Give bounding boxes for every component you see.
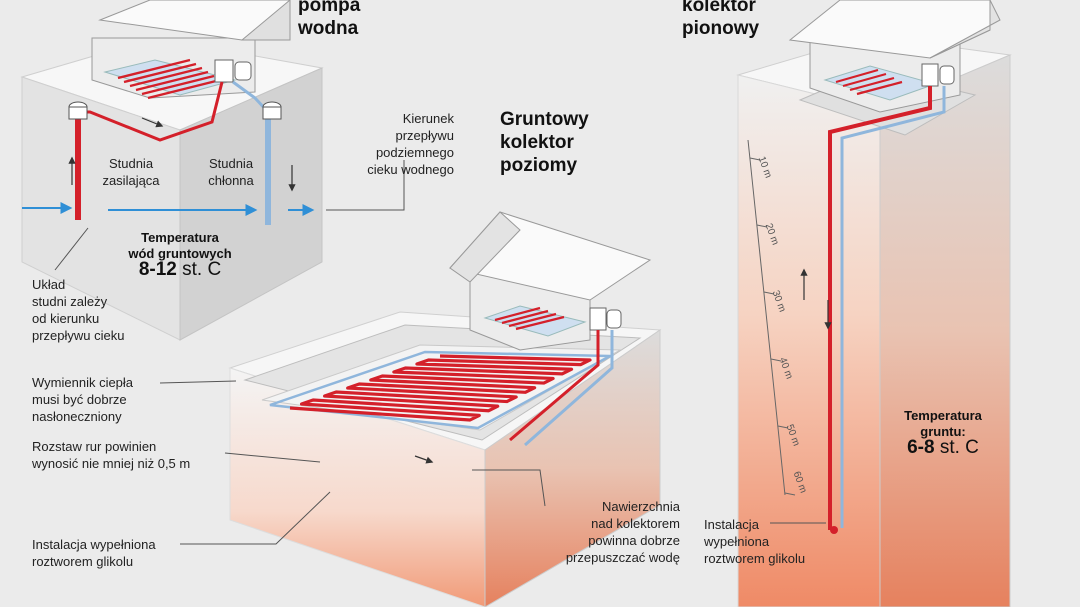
label-supply-well-line1: Studnia <box>108 156 154 171</box>
label-glycol-horizontal-line2: roztworem glikolu <box>32 554 134 569</box>
groundwater-flow-arrows <box>22 117 315 216</box>
label-glycol-vertical: Instalacja wypełniona roztworem glikolu <box>704 516 834 567</box>
ground-temp-readout: 6-8 st. C <box>888 437 998 458</box>
label-well-layout-line4: przepływu cieku <box>32 328 125 343</box>
groundwater-temp-unit: st. C <box>182 259 222 280</box>
callout-lines-left <box>54 160 405 271</box>
label-glycol-horizontal-line1: Instalacja wypełniona <box>32 537 156 552</box>
label-glycol-vertical-line2: wypełniona <box>704 534 770 549</box>
ground-temp-title-line2: gruntu: <box>920 424 966 439</box>
callout-lines-middle <box>159 380 546 545</box>
heading-horizontal-collector: Gruntowy kolektor poziomy <box>500 108 589 177</box>
label-flow-direction-line3: podziemnego <box>375 145 454 160</box>
label-exchanger-line3: nasłoneczniony <box>32 409 122 424</box>
label-exchanger-line2: musi być dobrze <box>32 392 127 407</box>
label-glycol-horizontal: Instalacja wypełniona roztworem glikolu <box>32 536 182 570</box>
label-exchanger-note: Wymiennik ciepła musi być dobrze nasłone… <box>32 374 162 425</box>
label-well-layout-line1: Układ <box>32 277 66 292</box>
heading-horizontal-line2: kolektor <box>500 132 574 153</box>
label-flow-direction: Kierunek przepływu podziemnego cieku wod… <box>330 110 454 178</box>
house-left <box>91 0 291 99</box>
label-surface-line3: powinna dobrze <box>588 533 680 548</box>
ground-temperature: Temperatura gruntu: 6-8 st. C <box>888 408 998 458</box>
groundwater-temperature: Temperatura wód gruntowych 8-12 st. C <box>118 230 242 280</box>
label-supply-well: Studnia zasilająca <box>88 155 174 189</box>
ground-temp-value: 6-8 <box>907 437 935 458</box>
label-well-layout-line3: od kierunku <box>32 311 100 326</box>
depth-scale <box>747 139 796 496</box>
label-spacing-line2: wynosić nie mniej niż 0,5 m <box>32 456 191 471</box>
label-well-layout-note: Układ studni zależy od kierunku przepływ… <box>32 276 152 344</box>
label-exchanger-line1: Wymiennik ciepła <box>32 375 134 390</box>
heading-vertical-line1: kolektor <box>682 0 756 16</box>
label-flow-direction-line1: Kierunek <box>402 111 454 126</box>
label-glycol-vertical-line3: roztworem glikolu <box>704 551 806 566</box>
collector-loops-horizontal <box>269 350 615 430</box>
house-right <box>788 0 1001 113</box>
ground-temp-title-line1: Temperatura <box>904 408 982 423</box>
label-glycol-vertical-line1: Instalacja <box>704 517 759 532</box>
ground-temp-unit: st. C <box>939 437 979 458</box>
label-flow-direction-line2: przepływu <box>395 128 454 143</box>
label-pipe-spacing-note: Rozstaw rur powinien wynosić nie mniej n… <box>32 438 232 472</box>
heading-horizontal-line1: Gruntowy <box>500 109 589 130</box>
heading-heat-pump-line1: pompa <box>298 0 361 16</box>
groundwater-temp-title-line1: Temperatura <box>141 230 219 245</box>
label-absorbing-well-line2: chłonna <box>208 173 254 188</box>
vertical-borehole-pipes <box>800 86 946 534</box>
heading-vertical-line2: pionowy <box>682 18 760 39</box>
house-middle <box>449 211 652 447</box>
heading-vertical-collector: kolektor pionowy <box>682 0 759 40</box>
label-flow-direction-line4: cieku wodnego <box>367 162 454 177</box>
groundwater-temp-value: 8-12 <box>138 259 177 280</box>
heat-pump-unit-left <box>214 59 252 83</box>
label-surface-line1: Nawierzchnia <box>601 499 680 514</box>
label-well-layout-line2: studni zależy <box>32 294 108 309</box>
floor-heating-left <box>117 58 221 100</box>
label-supply-well-line2: zasilająca <box>102 173 160 188</box>
well-pipes-left <box>68 80 282 225</box>
heading-heat-pump-line2: wodna <box>298 18 359 39</box>
collector-return-loop <box>269 350 615 430</box>
groundwater-temp-title-line2: wód gruntowych <box>128 246 232 261</box>
heading-heat-pump: pompa wodna <box>298 0 360 40</box>
label-absorbing-well-line1: Studnia <box>208 156 254 171</box>
label-surface-line4: przepuszczać wodę <box>565 550 680 565</box>
collector-serpentine-pipe <box>289 354 592 422</box>
label-surface-note: Nawierzchnia nad kolektorem powinna dobr… <box>530 498 680 566</box>
heading-horizontal-line3: poziomy <box>500 155 578 176</box>
label-spacing-line1: Rozstaw rur powinien <box>32 439 157 454</box>
groundwater-temp-readout: 8-12 st. C <box>118 259 242 280</box>
label-surface-line2: nad kolektorem <box>591 516 680 531</box>
label-absorbing-well: Studnia chłonna <box>196 155 266 189</box>
